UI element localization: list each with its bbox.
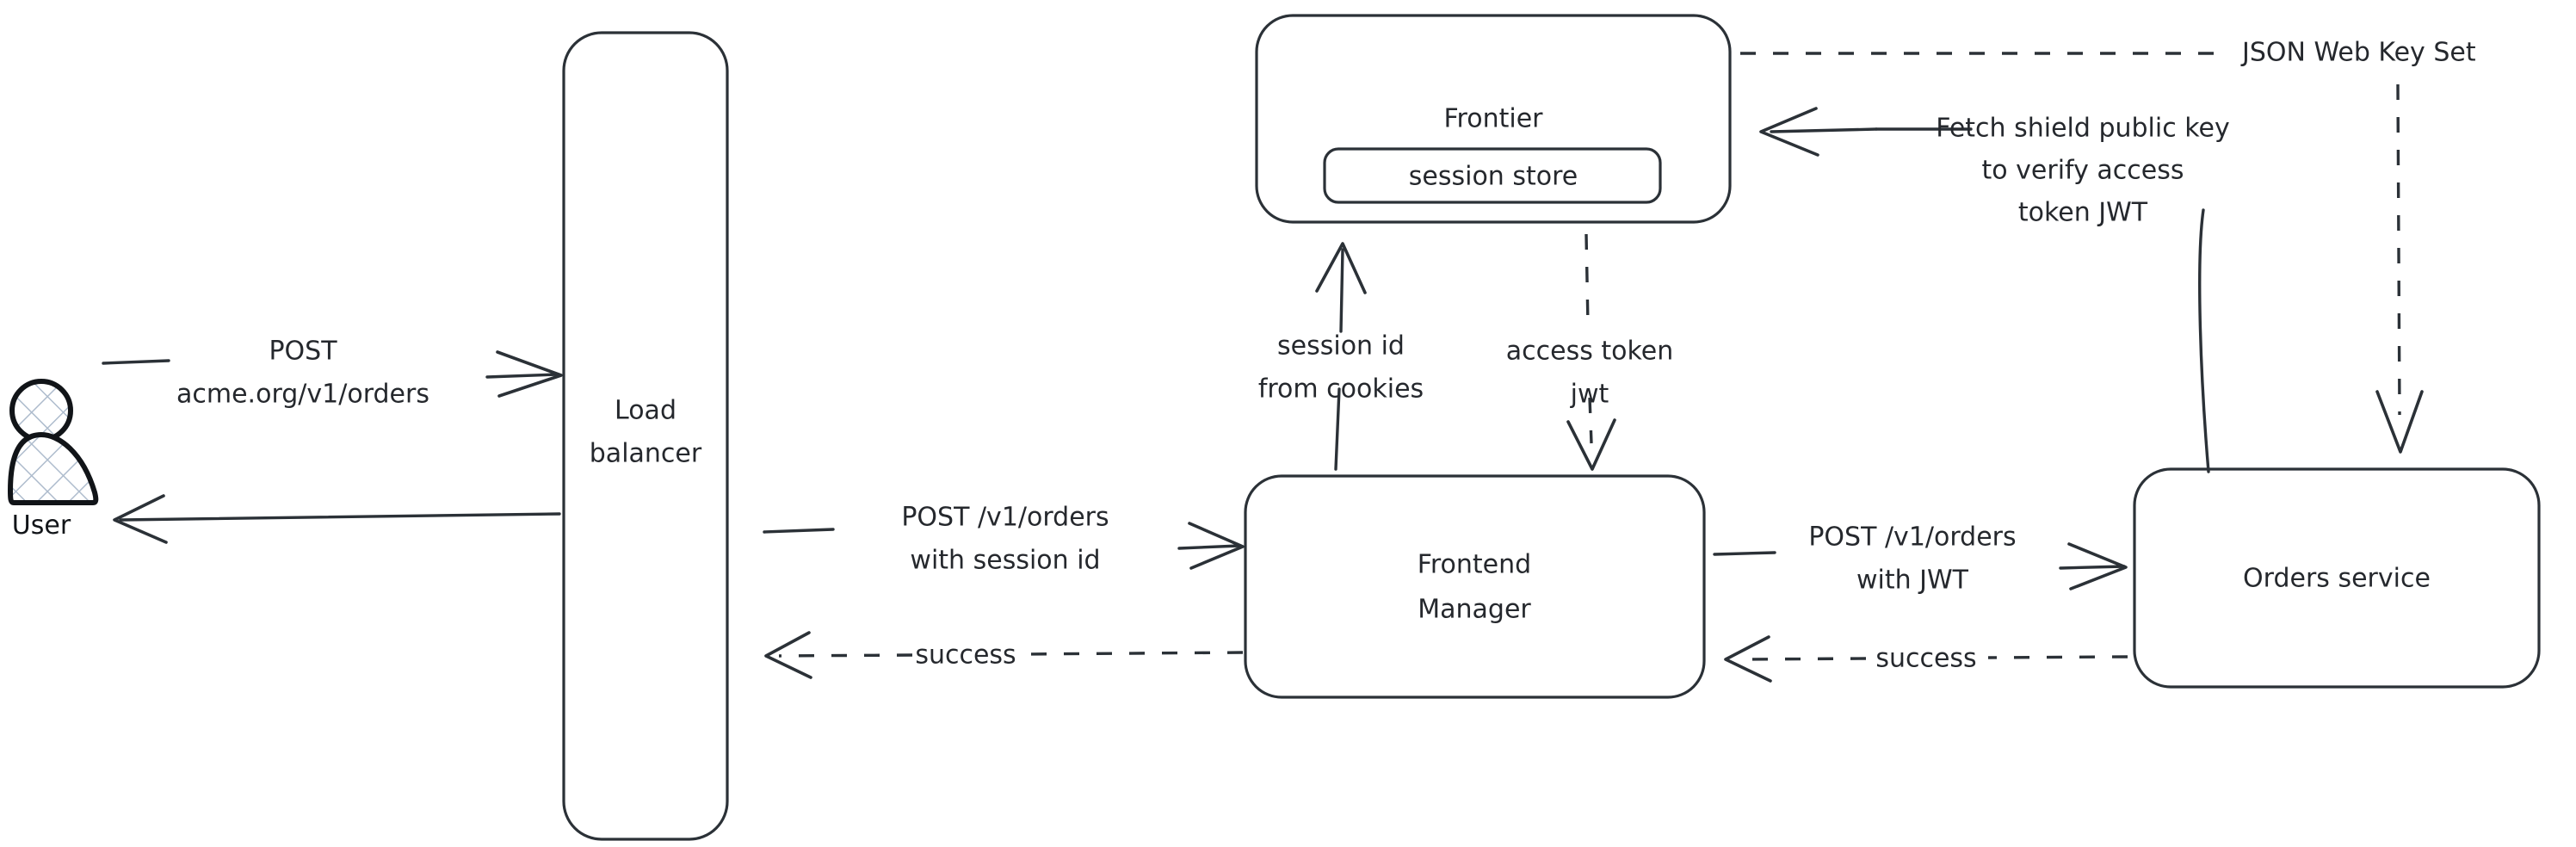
frontend-manager-box bbox=[1244, 474, 1706, 699]
edge-orders-to-frontier-label-line1: Fetch shield public key bbox=[1936, 114, 2230, 144]
edge-lb-to-fm-label-line1: POST /v1/orders bbox=[901, 503, 1109, 533]
edge-user-to-lb-label-line2: acme.org/v1/orders bbox=[176, 380, 429, 410]
person-icon-body bbox=[8, 432, 99, 505]
frontier-label: Frontier bbox=[1443, 104, 1543, 134]
orders-service-label: Orders service bbox=[2243, 564, 2431, 594]
edge-frontier-to-fm: access token jwt bbox=[1506, 233, 1674, 471]
edge-orders-to-fm-success: success bbox=[1724, 635, 2128, 683]
edge-lb-to-user bbox=[113, 494, 561, 544]
edge-fm-to-orders-label-line2: with JWT bbox=[1856, 566, 1969, 596]
edge-orders-to-frontier: Fetch shield public key to verify access… bbox=[1759, 107, 2230, 473]
edge-fm-to-lb-success: success bbox=[764, 631, 1244, 679]
edge-frontier-to-fm-label-line2: jwt bbox=[1570, 380, 1609, 410]
edge-frontier-to-orders-jwks: JSON Web Key Set bbox=[1740, 38, 2476, 454]
person-icon-head bbox=[9, 379, 73, 442]
edge-frontier-to-orders-jwks-label: JSON Web Key Set bbox=[2240, 38, 2476, 68]
edge-lb-to-fm-label-line2: with session id bbox=[910, 546, 1100, 576]
edge-frontier-to-fm-label-line1: access token bbox=[1506, 337, 1674, 367]
frontend-manager-label-line1: Frontend bbox=[1418, 550, 1531, 580]
load-balancer-label-line1: Load bbox=[615, 396, 676, 426]
edge-fm-to-lb-success-label: success bbox=[915, 640, 1016, 671]
edge-orders-to-frontier-label-line3: token JWT bbox=[2018, 198, 2148, 228]
actor-user-caption: User bbox=[12, 510, 71, 541]
session-store-label: session store bbox=[1409, 162, 1578, 192]
session-store-box bbox=[1323, 147, 1662, 204]
node-orders-service[interactable]: Orders service bbox=[2133, 467, 2541, 689]
edge-fm-to-frontier-label-line1: session id bbox=[1277, 331, 1405, 362]
load-balancer-label-line2: balancer bbox=[590, 439, 702, 469]
edge-user-to-lb: POST acme.org/v1/orders bbox=[102, 337, 563, 410]
edge-fm-to-orders: POST /v1/orders with JWT bbox=[1713, 522, 2128, 596]
node-frontier[interactable]: Frontier session store bbox=[1255, 14, 1732, 224]
edge-fm-to-frontier: session id from cookies bbox=[1258, 242, 1424, 471]
edge-lb-to-fm: POST /v1/orders with session id bbox=[763, 503, 1245, 576]
edge-orders-to-fm-success-label: success bbox=[1875, 644, 1976, 674]
edge-fm-to-orders-label-line1: POST /v1/orders bbox=[1808, 522, 2016, 553]
edge-fm-to-frontier-label-line2: from cookies bbox=[1258, 374, 1424, 405]
frontend-manager-label-line2: Manager bbox=[1418, 595, 1531, 625]
orders-service-box bbox=[2133, 467, 2541, 689]
actor-user[interactable]: User bbox=[8, 379, 99, 541]
edge-orders-to-frontier-label-line2: to verify access bbox=[1982, 156, 2184, 186]
node-frontend-manager[interactable]: Frontend Manager bbox=[1244, 474, 1706, 699]
load-balancer-box bbox=[562, 31, 729, 841]
edge-user-to-lb-label-line1: POST bbox=[269, 337, 337, 367]
node-load-balancer[interactable]: Load balancer bbox=[562, 31, 729, 841]
